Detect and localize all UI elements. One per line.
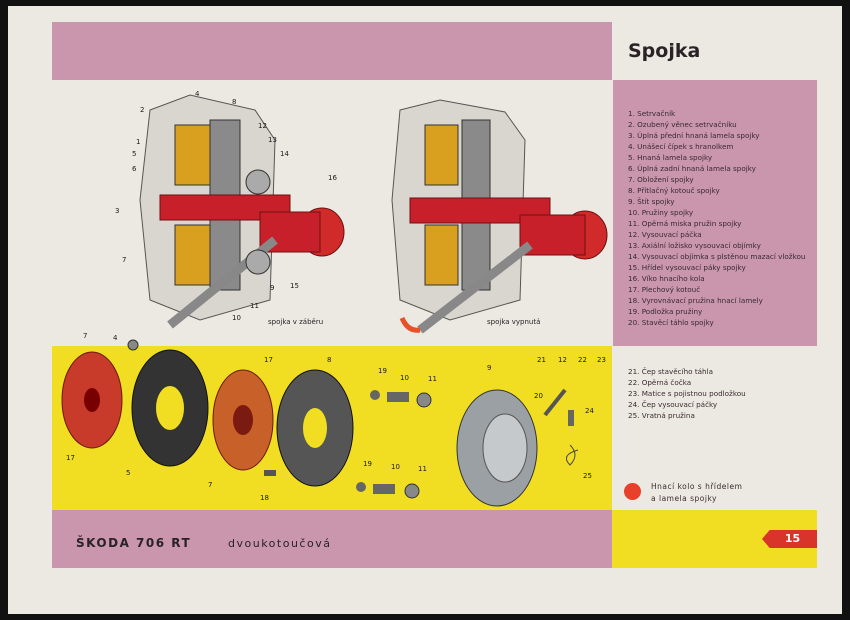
callout-number: 8 [327, 356, 331, 364]
callout-number: 17 [264, 356, 273, 364]
legend-item: 6. Úplná zadní hnaná lamela spojky [628, 164, 756, 173]
callout-number: 5 [132, 150, 136, 158]
callout-number: 20 [534, 392, 543, 400]
parts-legend: 1. Setrvačník 2. Ozubený věnec setrvačník… [628, 108, 805, 328]
legend-item: 5. Hnaná lamela spojky [628, 153, 713, 162]
callout-number: 4 [195, 90, 200, 98]
legend-item: 4. Unášecí čípek s hranolkem [628, 142, 734, 151]
legend-item: 7. Obložení spojky [628, 175, 694, 184]
callout-number: 17 [66, 454, 75, 462]
callout-number: 3 [115, 207, 119, 215]
callout-number: 7 [208, 481, 212, 489]
callout-number: 19 [378, 367, 387, 375]
callout-number: 13 [268, 136, 277, 144]
callout-number: 21 [537, 356, 546, 364]
legend-item: 11. Opěrná miska pružin spojky [628, 219, 742, 228]
legend-item: 2. Ozubený věnec setrvačníku [628, 120, 737, 129]
clutch-disengaged-illustration [391, 99, 608, 334]
top-pink-band [52, 22, 612, 80]
caption-disengaged: spojka vypnutá [487, 318, 541, 326]
exploded-parts-illustration [61, 339, 579, 507]
callout-number: 14 [280, 150, 289, 158]
callout-number: 12 [558, 356, 567, 364]
callout-number: 10 [391, 463, 400, 471]
callout-number: 25 [583, 472, 592, 480]
callout-number: 7 [83, 332, 87, 340]
model-name: ŠKODA 706 RT [76, 536, 192, 550]
legend-panel [613, 80, 817, 346]
legend-item: 1. Setrvačník [628, 109, 676, 118]
legend-item: 14. Vysouvací objímka s plstěnou mazací … [628, 252, 806, 261]
legend-item: 15. Hřídel vysouvací páky spojky [628, 263, 746, 272]
color-key-dot [624, 483, 641, 500]
legend-item: 13. Axiální ložisko vysouvací objímky [628, 241, 761, 250]
legend-item: 25. Vratná pružina [628, 411, 695, 420]
legend-item: 17. Plechový kotouč [628, 285, 701, 294]
legend-item: 10. Pružiny spojky [628, 208, 694, 217]
legend-item: 24. Čep vysouvací páčky [628, 400, 718, 409]
callout-number: 23 [597, 356, 606, 364]
callout-number: 2 [140, 106, 144, 114]
legend-item: 3. Úplná přední hnaná lamela spojky [628, 131, 760, 140]
legend-item: 18. Vyrovnávací pružina hnací lamely [628, 296, 763, 305]
callout-number: 8 [232, 98, 236, 106]
legend-item: 8. Přítlačný kotouč spojky [628, 186, 720, 195]
callout-number: 9 [487, 364, 491, 372]
legend-item: 20. Stavěcí táhlo spojky [628, 318, 714, 327]
callout-number: 16 [328, 174, 337, 182]
callout-number: 24 [585, 407, 594, 415]
caption-engaged: spojka v záběru [268, 318, 324, 326]
clutch-engaged-illustration [139, 94, 345, 329]
callout-number: 11 [418, 465, 427, 473]
clutch-type: dvoukotoučová [228, 537, 332, 550]
callout-number: 9 [270, 284, 274, 292]
callout-number: 10 [232, 314, 241, 322]
callout-number: 4 [113, 334, 118, 342]
callout-number: 1 [136, 138, 140, 146]
callout-number: 5 [126, 469, 130, 477]
legend-item: 21. Čep stavěcího táhla [628, 367, 714, 376]
legend-item: 16. Víko hnacího kola [628, 274, 705, 283]
callout-number: 12 [258, 122, 267, 130]
callout-number: 11 [428, 375, 437, 383]
legend-item: 9. Štít spojky [628, 197, 675, 206]
callout-number: 19 [363, 460, 372, 468]
callout-number: 22 [578, 356, 587, 364]
parts-legend-extra: 21. Čep stavěcího táhla 22. Opěrná čočka 2… [628, 366, 746, 421]
callout-number: 7 [122, 256, 126, 264]
legend-item: 23. Matice s pojistnou podložkou [628, 389, 746, 398]
page-number: 15 [762, 530, 817, 548]
page-title: Spojka [628, 40, 701, 62]
callout-number: 15 [290, 282, 299, 290]
legend-item: 22. Opěrná čočka [628, 378, 692, 387]
callout-number: 6 [132, 165, 137, 173]
callout-number: 18 [260, 494, 269, 502]
legend-item: 12. Vysouvací páčka [628, 230, 702, 239]
callout-number: 11 [250, 302, 259, 310]
callout-number: 10 [400, 374, 409, 382]
legend-item: 19. Podložka pružiny [628, 307, 703, 316]
footer-pink-band [52, 510, 612, 568]
